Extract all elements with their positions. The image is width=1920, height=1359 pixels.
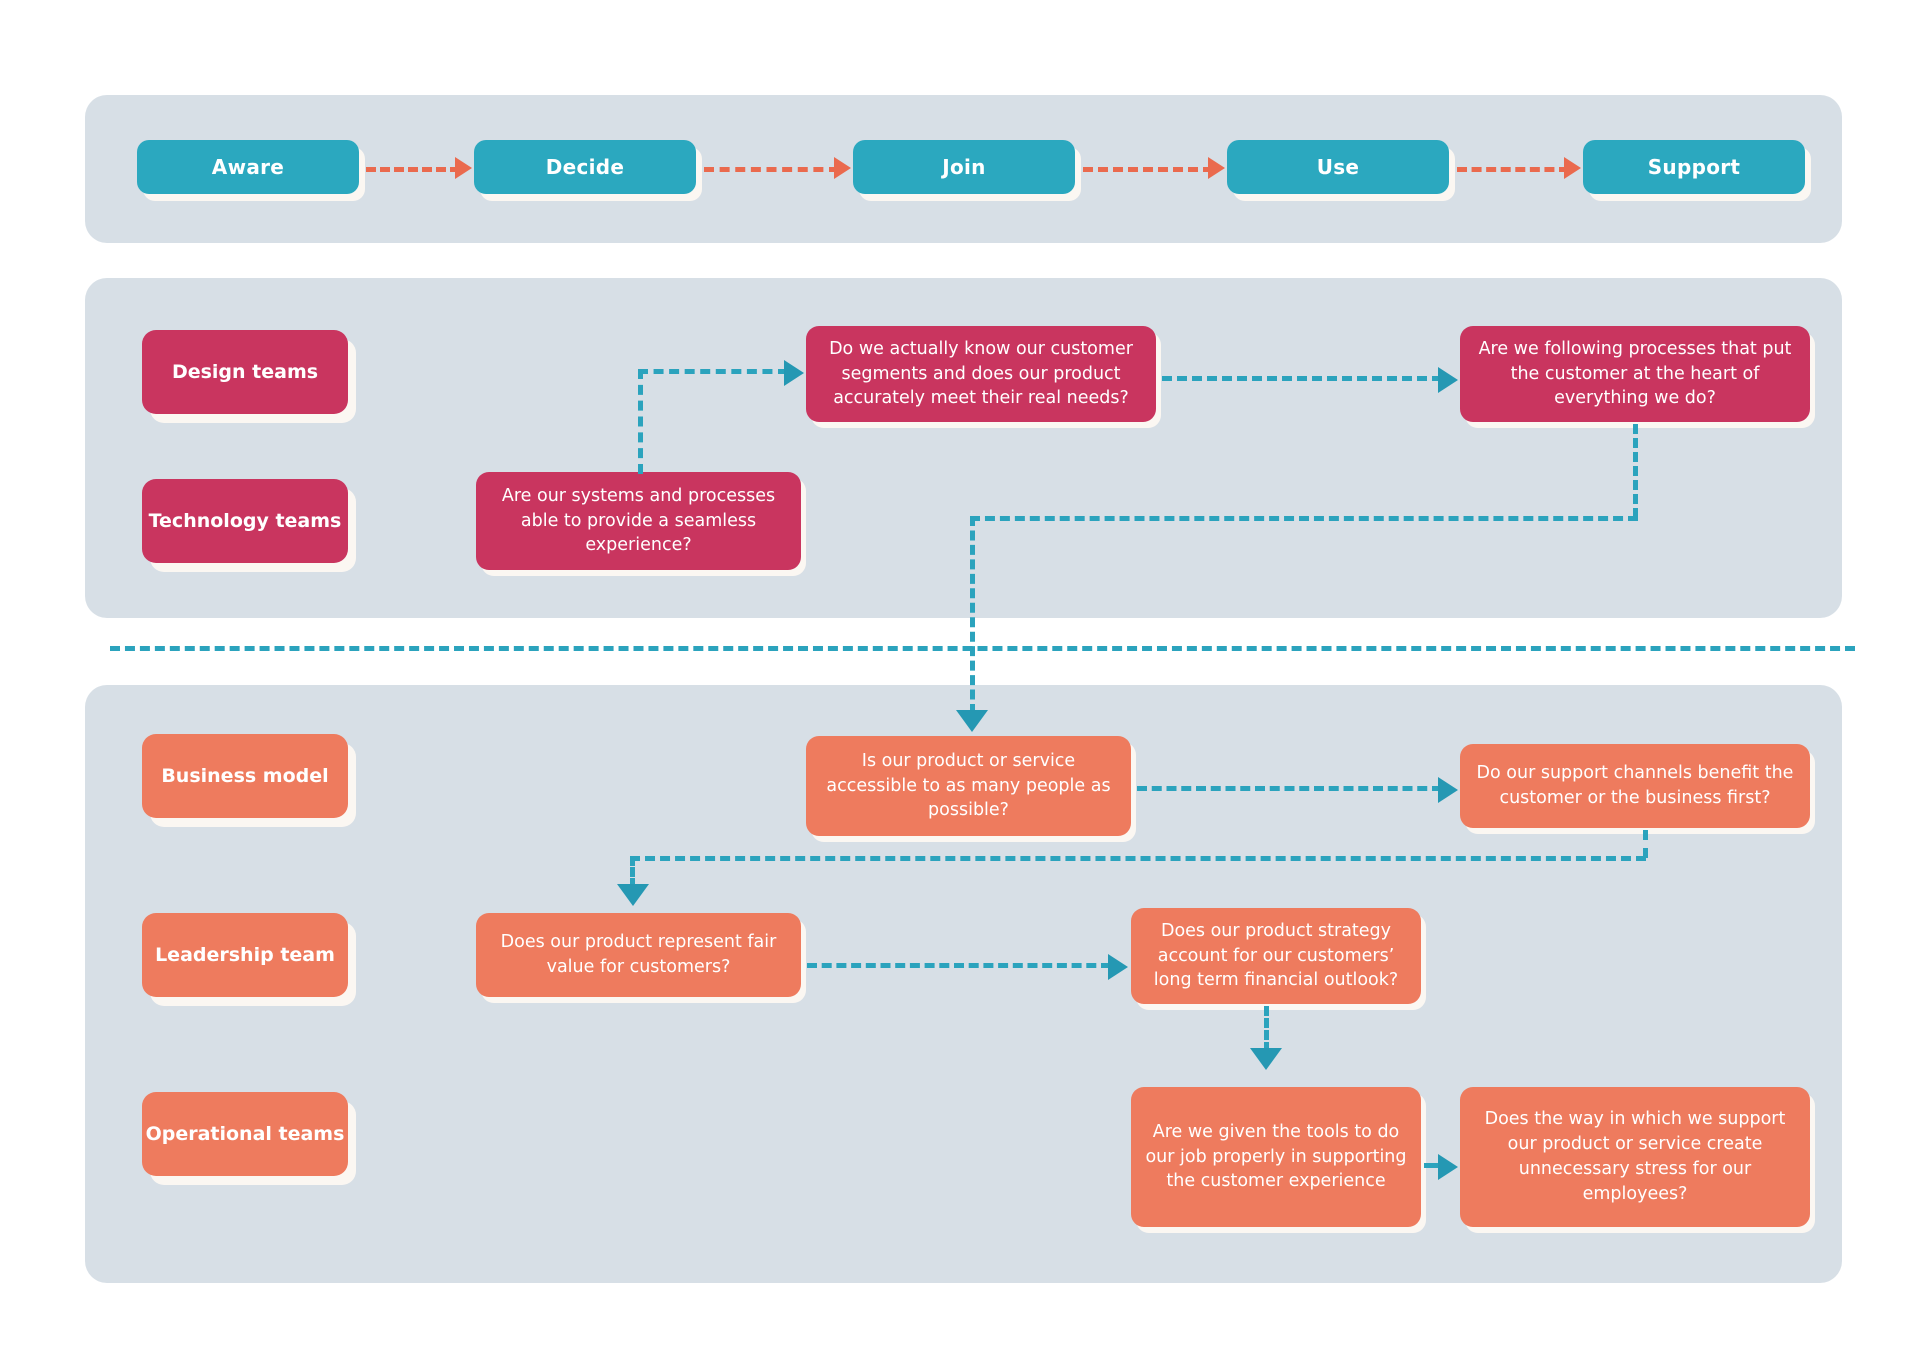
journey-stage-use[interactable]: Use — [1227, 140, 1449, 194]
arrow-into-product-strategy — [1108, 954, 1128, 980]
arrow-into-fair-value — [617, 884, 649, 906]
question-card-systems-seamless[interactable]: Are our systems and processes able to pr… — [476, 472, 801, 570]
arrow-into-customer-processes — [1438, 367, 1458, 393]
connector-fairvalue-to-strategy — [807, 963, 1111, 968]
arrow-into-support-channels — [1438, 777, 1458, 803]
question-card-support-channels[interactable]: Do our support channels benefit the cust… — [1460, 744, 1810, 828]
connector-accessible-to-channels — [1137, 786, 1442, 791]
connector-systems-to-segments — [638, 369, 788, 374]
question-card-employee-stress[interactable]: Does the way in which we support our pro… — [1460, 1087, 1810, 1227]
journey-connector-join-use — [1083, 167, 1213, 172]
connector-down-into-delivery — [970, 516, 975, 714]
arrow-into-employee-stress — [1438, 1154, 1458, 1180]
journey-connector-aware-decide — [366, 167, 460, 172]
connector-segments-to-processes — [1162, 376, 1442, 381]
arrow-into-customer-segments — [784, 360, 804, 386]
question-card-customer-segments[interactable]: Do we actually know our customer segment… — [806, 326, 1156, 422]
role-label-technology-teams[interactable]: Technology teams — [142, 479, 348, 563]
question-card-product-strategy[interactable]: Does our product strategy account for ou… — [1131, 908, 1421, 1004]
arrow-into-accessible-question — [956, 710, 988, 732]
journey-arrow-join-use — [1208, 157, 1225, 179]
connector-systems-vertical — [638, 369, 643, 474]
question-card-accessibility[interactable]: Is our product or service accessible to … — [806, 736, 1131, 836]
connector-down-into-fairvalue — [630, 856, 635, 888]
question-card-customer-processes[interactable]: Are we following processes that put the … — [1460, 326, 1810, 422]
role-label-operational-teams[interactable]: Operational teams — [142, 1092, 348, 1176]
connector-channels-to-fairvalue — [630, 856, 1646, 861]
journey-stage-decide[interactable]: Decide — [474, 140, 696, 194]
connector-channels-down — [1643, 830, 1648, 858]
role-label-business-model[interactable]: Business model — [142, 734, 348, 818]
journey-stage-support[interactable]: Support — [1583, 140, 1805, 194]
role-label-leadership-team[interactable]: Leadership team — [142, 913, 348, 997]
journey-stage-aware[interactable]: Aware — [137, 140, 359, 194]
section-divider — [110, 646, 1855, 651]
connector-processes-to-accessible — [970, 516, 1638, 521]
journey-connector-use-support — [1457, 167, 1569, 172]
journey-arrow-aware-decide — [455, 157, 472, 179]
question-card-fair-value[interactable]: Does our product represent fair value fo… — [476, 913, 801, 997]
journey-arrow-use-support — [1564, 157, 1581, 179]
connector-processes-down — [1633, 424, 1638, 518]
journey-connector-decide-join — [704, 167, 839, 172]
question-card-employee-tools[interactable]: Are we given the tools to do our job pro… — [1131, 1087, 1421, 1227]
journey-arrow-decide-join — [834, 157, 851, 179]
connector-tools-to-stress — [1424, 1163, 1442, 1168]
connector-strategy-to-tools — [1264, 1006, 1269, 1052]
arrow-into-employee-tools — [1250, 1048, 1282, 1070]
role-label-design-teams[interactable]: Design teams — [142, 330, 348, 414]
journey-stage-join[interactable]: Join — [853, 140, 1075, 194]
